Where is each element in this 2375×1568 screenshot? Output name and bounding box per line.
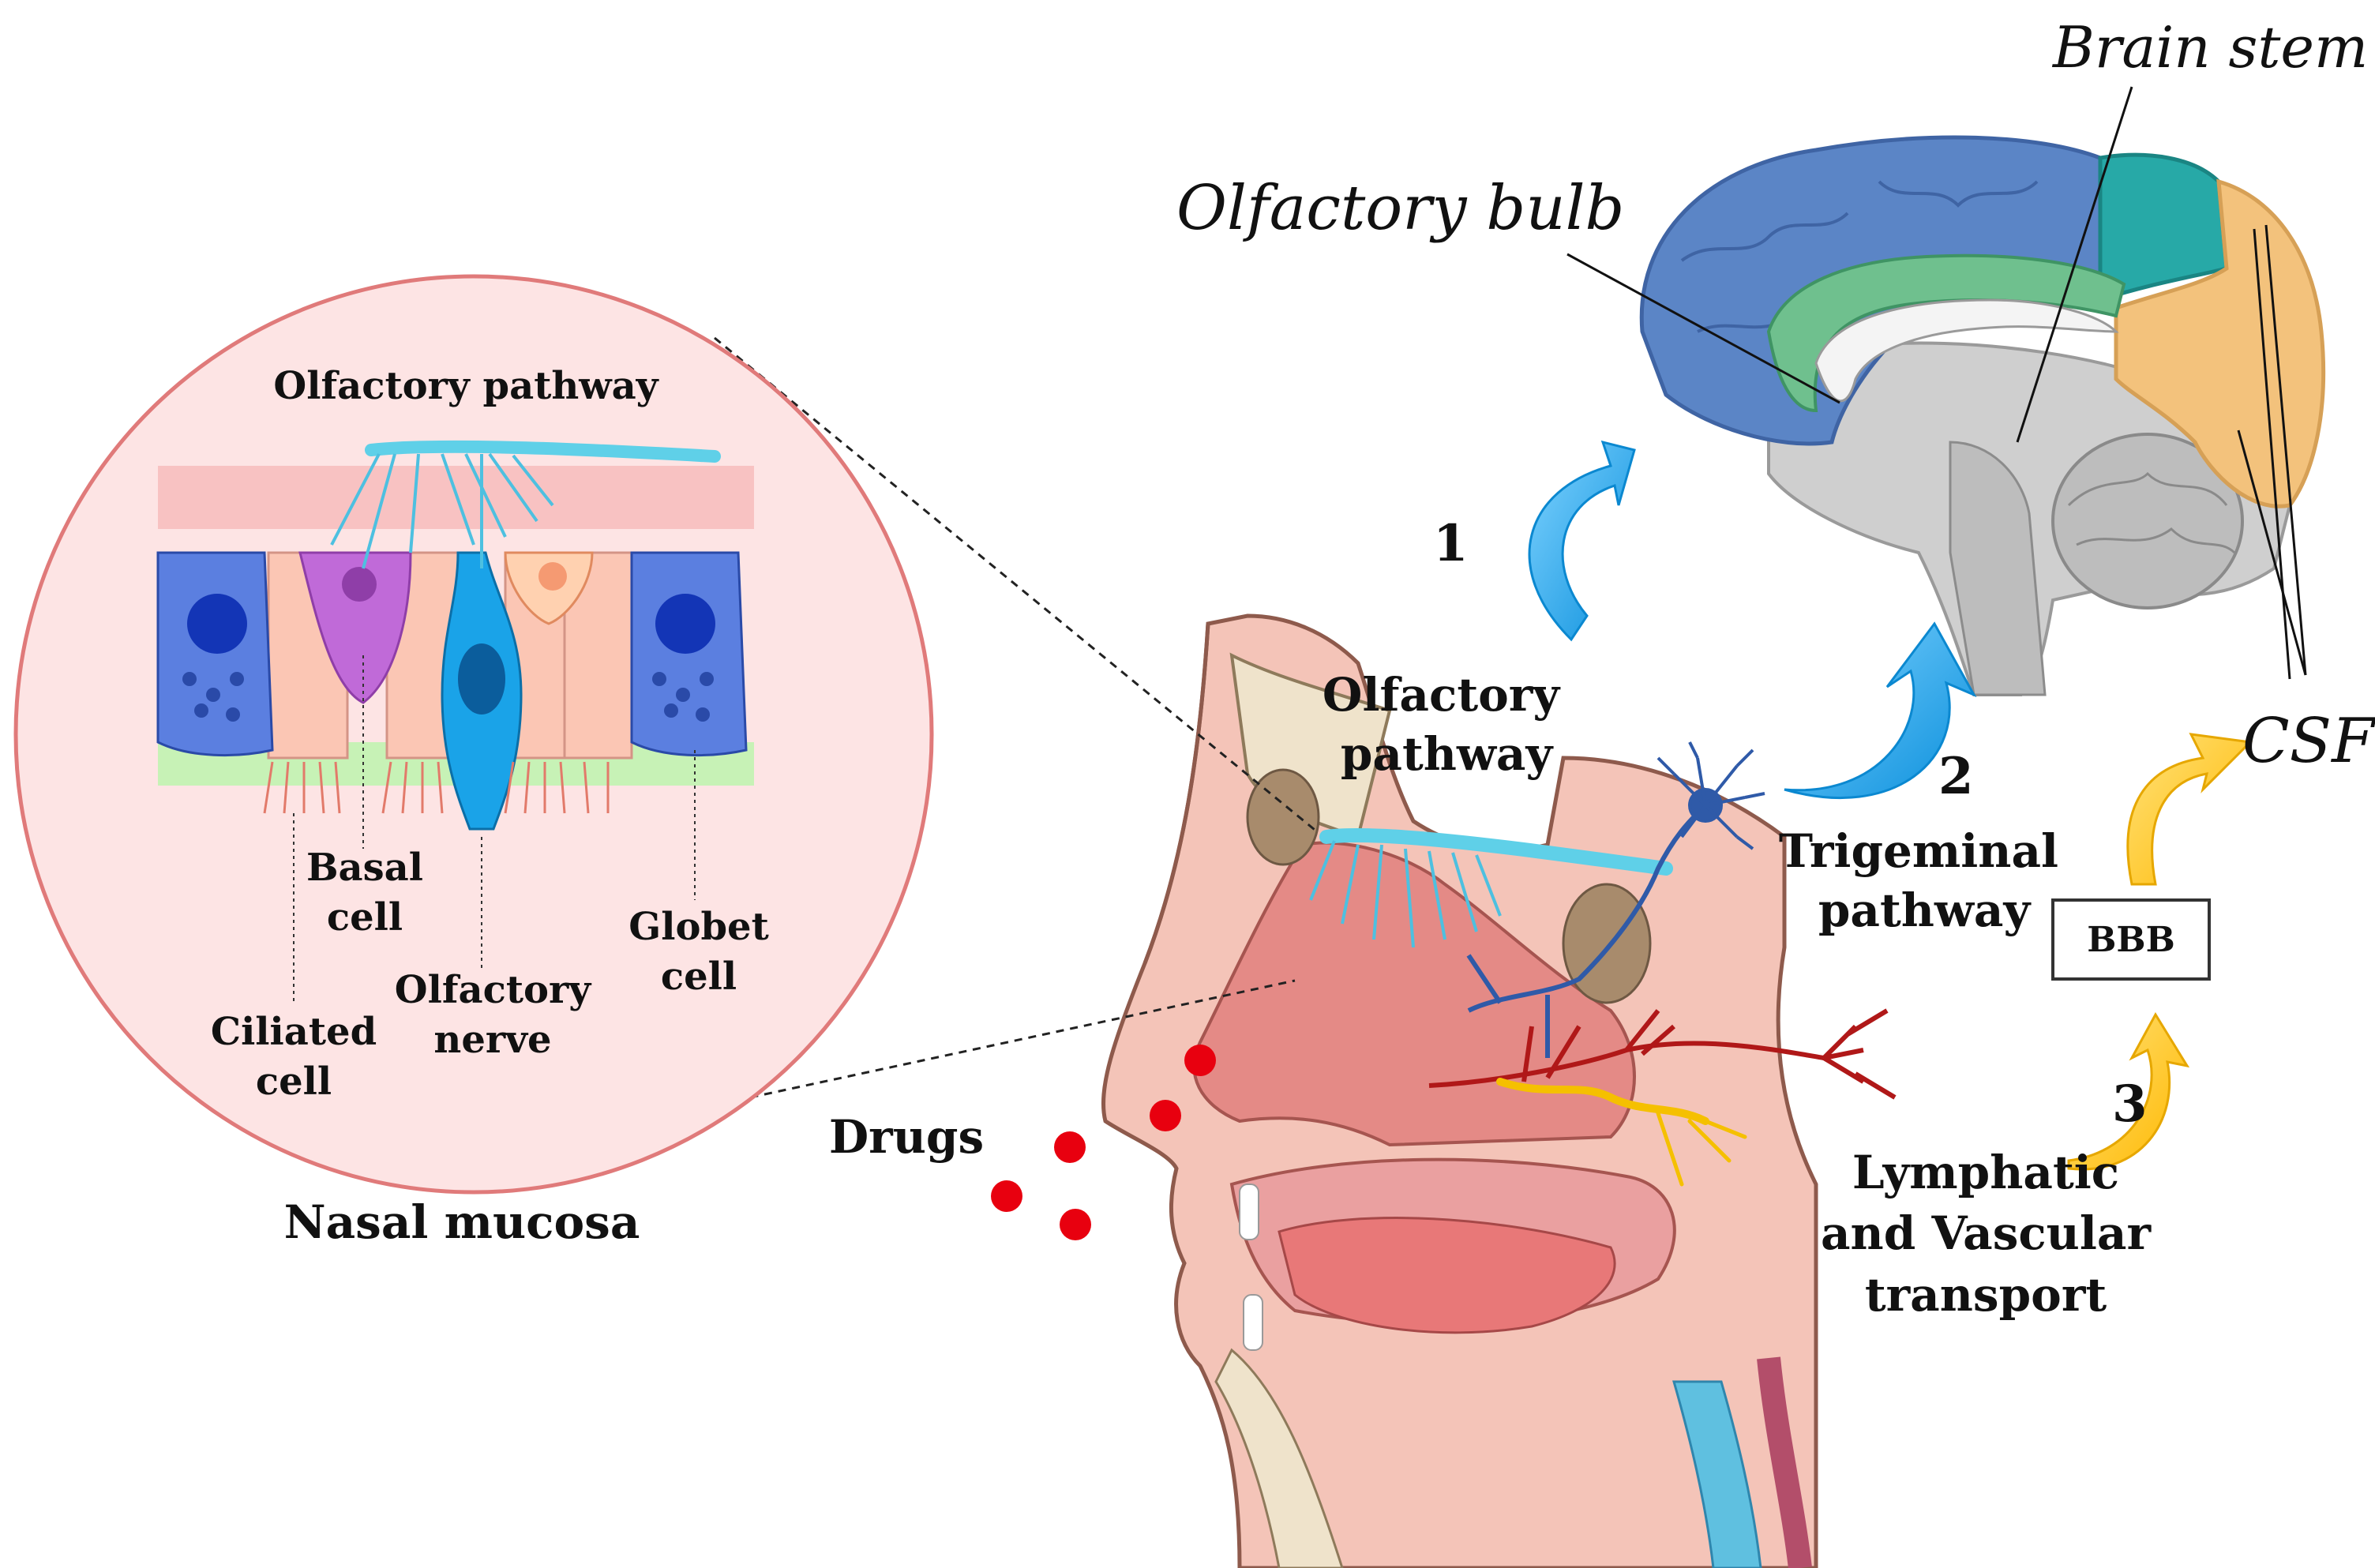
label-olfactory-bulb: Olfactory bulb (1176, 173, 1624, 244)
label-globet-1: Globet (628, 905, 769, 949)
inset-olfactory-bulb (365, 440, 721, 463)
frontal-sinus (1246, 768, 1320, 866)
label-lymphatic-1: Lymphatic (1852, 1146, 2119, 1199)
blood-vessels (1428, 1008, 1897, 1100)
drug-particles (991, 1045, 1216, 1240)
label-globet-2: cell (661, 955, 737, 999)
goblet-cell-right (630, 551, 748, 757)
label-ciliated-1: Ciliated (211, 1010, 377, 1054)
label-olfactory-nerve-1: Olfactory (395, 968, 593, 1012)
lymphatic-vessels (1496, 1078, 1747, 1187)
inset-title: Olfactory pathway (273, 364, 659, 408)
neuron-cell (1656, 741, 1765, 850)
drug-particle (1150, 1100, 1181, 1131)
step-2-number: 2 (1938, 747, 1974, 806)
label-basal-1: Basal (306, 846, 423, 890)
label-csf: CSF (2242, 706, 2375, 777)
drug-particle (1184, 1045, 1216, 1076)
nasal-mucosa-inset (13, 274, 934, 1195)
airway (1672, 1380, 1762, 1568)
label-lymphatic-2: and Vascular (1821, 1206, 2152, 1260)
trigeminal-arrow (1784, 621, 1977, 799)
label-olfactory-nerve-2: nerve (433, 1018, 551, 1062)
label-trigeminal-2: pathway (1818, 883, 2032, 937)
olfactory-arrow (1528, 440, 1636, 642)
brain-illustration (1639, 135, 2326, 696)
bbb-to-csf-arrow (2126, 733, 2253, 886)
label-olfactory-pathway-2: pathway (1341, 727, 1555, 781)
head-olfactory-bulb (1319, 828, 1673, 876)
step-1-number: 1 (1433, 514, 1469, 573)
head-illustration (1101, 613, 1897, 1568)
label-bbb: BBB (2087, 920, 2175, 960)
label-brain-stem: Brain stem (2051, 14, 2368, 81)
label-nasal-mucosa: Nasal mucosa (284, 1195, 640, 1249)
label-basal-2: cell (327, 895, 403, 940)
goblet-cell-left (156, 551, 274, 757)
label-drugs: Drugs (829, 1110, 984, 1164)
lymph-to-bbb-arrow (2067, 1012, 2190, 1171)
tongue (1278, 1217, 1616, 1334)
epithelial-cells (156, 551, 748, 831)
step-3-number: 3 (2112, 1075, 2148, 1134)
drug-particle (1060, 1209, 1091, 1240)
label-olfactory-pathway-1: Olfactory (1323, 668, 1561, 722)
cerebellum (2051, 433, 2244, 610)
drug-particle (991, 1180, 1022, 1212)
label-trigeminal-1: Trigeminal (1779, 824, 2058, 878)
label-ciliated-2: cell (256, 1060, 332, 1104)
bbb-box (2051, 898, 2211, 981)
brain-leader-lines (1566, 86, 2307, 680)
label-lymphatic-3: transport (1865, 1268, 2107, 1322)
drug-particle (1054, 1131, 1086, 1163)
sphenoid-sinus (1562, 883, 1652, 1004)
trigeminal-nerve (1466, 811, 1700, 1058)
zoom-lines (694, 336, 1319, 1111)
basal-cell (298, 551, 412, 704)
